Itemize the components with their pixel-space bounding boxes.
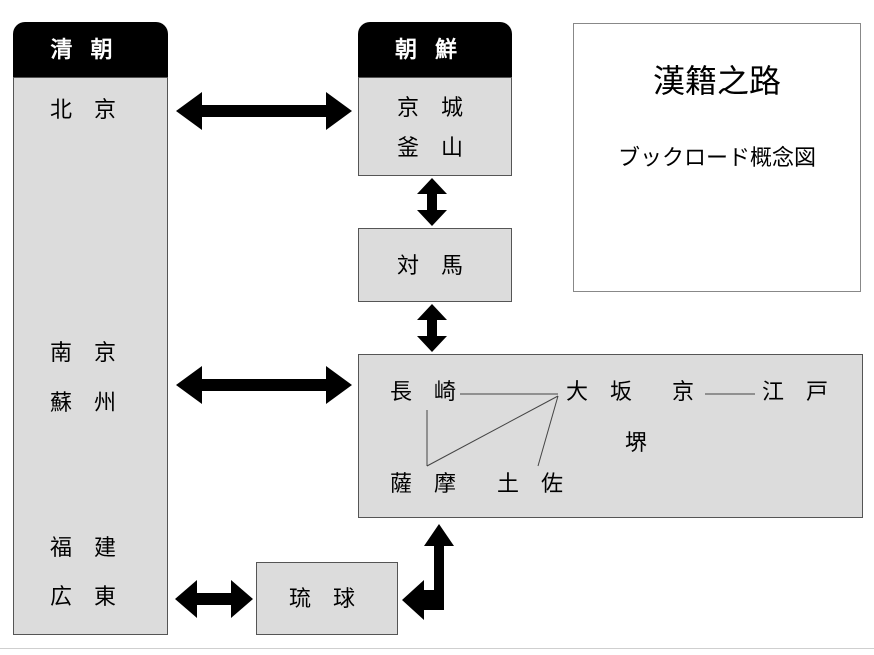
place-osaka: 大 坂 <box>566 380 633 405</box>
joseon-header: 朝鮮 <box>358 22 512 78</box>
place-tsushima: 対 馬 <box>397 254 464 279</box>
place-beijing: 北 京 <box>50 98 117 123</box>
place-ryukyu: 琉 球 <box>289 587 356 612</box>
place-edo: 江 戸 <box>762 380 829 405</box>
ryukyu-box <box>256 562 398 635</box>
place-sakai: 堺 <box>625 431 648 456</box>
bottom-divider <box>0 648 874 649</box>
double-arrow-icon <box>176 366 352 404</box>
qing-header: 清朝 <box>13 22 168 78</box>
place-fujian: 福 建 <box>50 536 117 561</box>
place-busan: 釜 山 <box>397 136 464 161</box>
place-nagasaki: 長 崎 <box>390 380 457 405</box>
double-arrow-icon <box>176 92 352 130</box>
place-tosa: 土 佐 <box>497 472 564 497</box>
double-arrow-vertical-icon <box>417 304 447 352</box>
bent-arrow-icon <box>402 524 454 620</box>
joseon-box <box>358 77 512 176</box>
place-hanseong: 京 城 <box>397 96 464 121</box>
place-kyo: 京 <box>672 380 695 405</box>
legend-box: 漢籍之路 ブックロード概念図 <box>573 23 861 292</box>
legend-title: 漢籍之路 <box>652 62 781 100</box>
double-arrow-vertical-icon <box>417 178 447 226</box>
tsushima-box <box>358 228 512 302</box>
place-suzhou: 蘇 州 <box>50 391 117 416</box>
legend-subtitle: ブックロード概念図 <box>617 146 816 171</box>
place-nanjing: 南 京 <box>50 341 117 366</box>
double-arrow-icon <box>175 580 253 618</box>
place-satsuma: 薩 摩 <box>390 472 457 497</box>
place-guangdong: 広 東 <box>50 585 117 610</box>
qing-box <box>13 77 168 635</box>
